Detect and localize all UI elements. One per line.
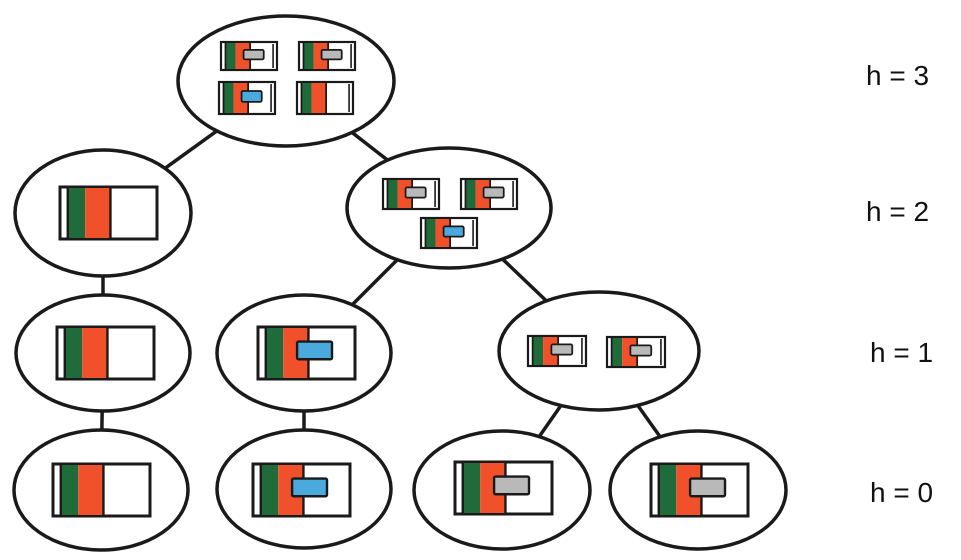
gray-marker bbox=[242, 48, 265, 61]
green-stripe bbox=[532, 337, 544, 365]
state-box bbox=[55, 325, 156, 381]
green-stripe bbox=[223, 83, 234, 113]
gray-marker bbox=[492, 475, 531, 496]
node-h2-right bbox=[345, 146, 553, 270]
blue-marker bbox=[295, 340, 334, 361]
node-h1-a bbox=[14, 293, 192, 413]
node-h0-c bbox=[412, 429, 592, 551]
edge-layer bbox=[100, 129, 662, 438]
edge-root-to-h2-left bbox=[163, 129, 218, 170]
green-stripe bbox=[225, 43, 236, 69]
gray-marker bbox=[688, 477, 727, 498]
green-stripe bbox=[425, 219, 436, 247]
gray-marker bbox=[404, 186, 427, 199]
state-box-with-blue-marker bbox=[256, 325, 357, 381]
gray-marker bbox=[320, 48, 343, 61]
level-label-h2: h = 2 bbox=[866, 196, 930, 227]
green-stripe bbox=[465, 180, 476, 208]
state-box bbox=[58, 185, 159, 241]
edge-h1-c-to-h0-d bbox=[636, 404, 662, 438]
state-box-with-gray-marker bbox=[605, 335, 667, 369]
node-h0-a bbox=[12, 428, 190, 552]
state-box-with-blue-marker bbox=[217, 80, 277, 116]
level-label-h0: h = 0 bbox=[870, 477, 934, 508]
node-ellipse bbox=[176, 14, 396, 148]
green-stripe bbox=[658, 465, 677, 515]
gray-marker bbox=[550, 343, 574, 356]
orange-stripe bbox=[78, 465, 104, 515]
level-label-h1: h = 1 bbox=[870, 337, 934, 368]
gray-marker bbox=[482, 186, 505, 199]
level-label-h3: h = 3 bbox=[866, 60, 930, 91]
node-h0-d bbox=[608, 429, 788, 551]
node-layer bbox=[12, 14, 788, 552]
state-box-with-gray-marker bbox=[381, 177, 441, 211]
state-box-with-gray-marker bbox=[649, 462, 750, 518]
state-box bbox=[295, 80, 355, 116]
edge-h2-right-to-h1-b bbox=[351, 258, 399, 306]
node-ellipse bbox=[497, 290, 701, 412]
green-stripe bbox=[462, 463, 481, 513]
green-stripe bbox=[387, 180, 398, 208]
gray-marker bbox=[629, 344, 653, 357]
edge-h1-c-to-h0-c bbox=[537, 404, 563, 438]
blue-marker bbox=[240, 90, 263, 103]
green-stripe bbox=[265, 328, 284, 378]
state-box-with-gray-marker bbox=[526, 334, 588, 368]
edge-h2-right-to-h1-c bbox=[501, 257, 548, 303]
state-box-with-gray-marker bbox=[297, 40, 357, 72]
orange-stripe bbox=[82, 328, 108, 378]
green-stripe bbox=[60, 465, 79, 515]
green-stripe bbox=[611, 338, 623, 366]
state-box-with-blue-marker bbox=[419, 216, 479, 250]
node-h1-c bbox=[497, 290, 701, 412]
green-stripe bbox=[64, 328, 83, 378]
blue-marker bbox=[290, 477, 329, 498]
orange-stripe bbox=[311, 83, 327, 113]
orange-stripe bbox=[85, 188, 111, 238]
node-h1-b bbox=[215, 293, 393, 413]
blue-marker bbox=[442, 225, 465, 238]
edge-root-to-h2-right bbox=[350, 131, 389, 162]
green-stripe bbox=[260, 465, 279, 515]
state-box-with-gray-marker bbox=[219, 40, 279, 72]
state-box bbox=[51, 462, 152, 518]
green-stripe bbox=[301, 83, 312, 113]
node-root bbox=[176, 14, 396, 148]
state-box-with-gray-marker bbox=[459, 177, 519, 211]
node-h2-left bbox=[13, 148, 193, 278]
node-ellipse bbox=[345, 146, 553, 270]
green-stripe bbox=[303, 43, 314, 69]
node-h0-b bbox=[215, 428, 393, 550]
state-box-with-blue-marker bbox=[251, 462, 352, 518]
state-box-with-gray-marker bbox=[453, 460, 554, 516]
green-stripe bbox=[67, 188, 86, 238]
